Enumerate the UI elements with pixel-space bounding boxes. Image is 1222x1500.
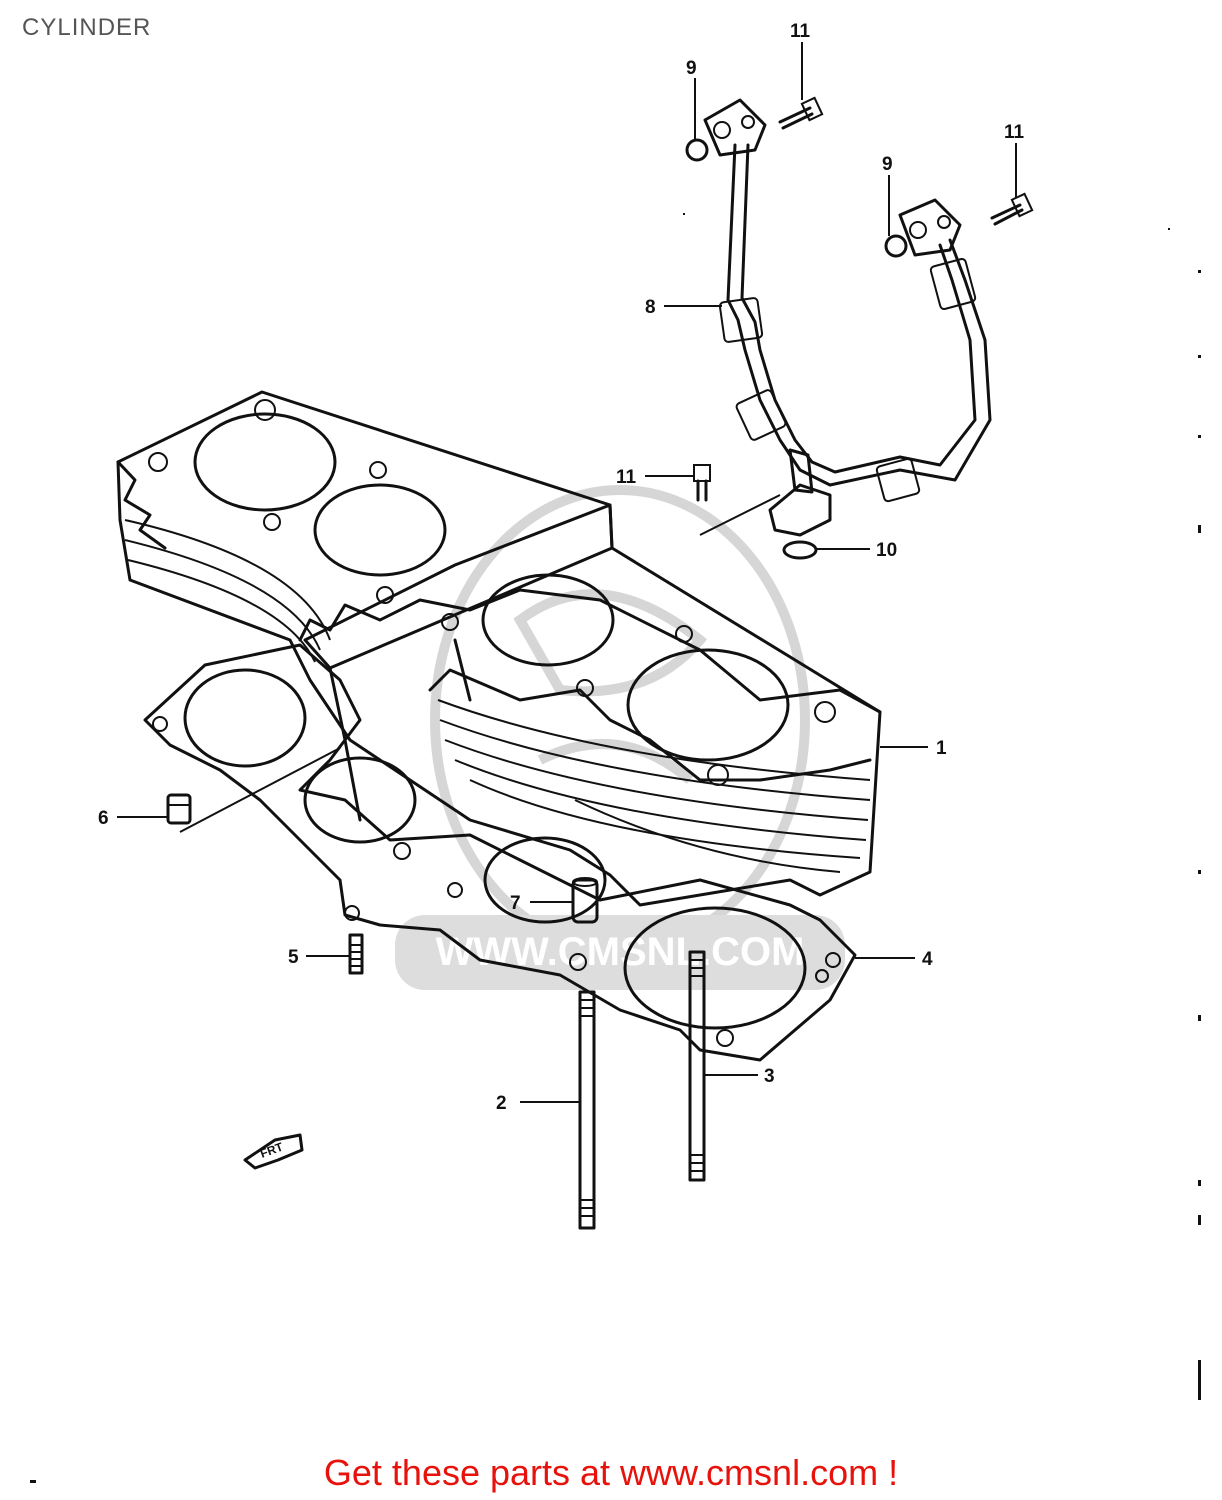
leader-lines [117,42,1017,1103]
head-gasket [143,643,857,1062]
callout-9b: 9 [882,154,893,175]
stud-bolt-long [578,990,596,1230]
o-ring [782,540,818,560]
callout-4: 4 [922,949,933,970]
callout-3: 3 [764,1066,775,1087]
callout-6: 6 [98,808,109,829]
callout-11b: 11 [1004,122,1025,143]
scan-marks [30,213,1201,1483]
watermark-logo: WWW.CMSNL.COM [395,485,845,990]
cylinder-block [116,390,882,907]
callout-10: 10 [876,540,897,561]
callout-5: 5 [288,947,299,968]
o-ring [685,138,709,162]
stud-bolt [688,950,706,1182]
bolt [990,192,1034,226]
callout-1: 1 [936,738,947,759]
cooling-fins [124,519,871,873]
callout-8: 8 [645,297,656,318]
o-ring [884,234,908,258]
callout-9a: 9 [686,58,697,79]
promo-link[interactable]: Get these parts at www.cmsnl.com ! [323,1452,899,1493]
page-title: CYLINDER [22,14,152,41]
callout-11c: 11 [616,467,637,488]
stud-short [348,933,364,975]
oil-pipe [703,98,992,537]
bolt [693,464,781,536]
plug [166,747,341,833]
callout-11a: 11 [790,21,811,42]
callout-labels: 1 2 3 4 5 6 7 8 9 9 10 11 11 11 [98,21,1025,1114]
front-arrow-icon: FRT [243,1133,304,1170]
bolt [778,96,824,130]
callout-7: 7 [510,893,521,914]
callout-2: 2 [496,1093,507,1114]
watermark-text: WWW.CMSNL.COM [436,930,805,974]
